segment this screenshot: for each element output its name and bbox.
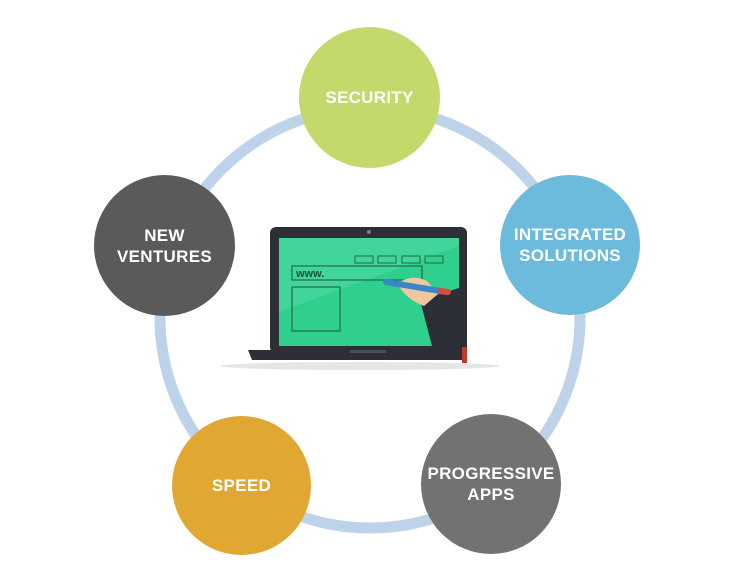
- node-label: INTEGRATED: [513, 225, 627, 244]
- node-integrated-solutions: INTEGRATED SOLUTIONS: [500, 175, 640, 315]
- browser-url-text: www.: [295, 268, 324, 280]
- node-label: APPS: [467, 485, 515, 504]
- node-speed: SPEED: [172, 416, 311, 555]
- node-label: SECURITY: [325, 88, 414, 107]
- node-label: NEW: [144, 225, 185, 245]
- node-security: SECURITY: [299, 27, 440, 168]
- laptop-icon: www.: [220, 227, 500, 370]
- node-progressive-apps: PROGRESSIVE APPS: [421, 414, 561, 554]
- node-label: VENTURES: [117, 246, 212, 266]
- node-label: SPEED: [211, 476, 272, 495]
- node-new-ventures: NEW VENTURES: [94, 175, 235, 316]
- node-label: SOLUTIONS: [519, 246, 621, 265]
- node-label: PROGRESSIVE: [427, 464, 555, 483]
